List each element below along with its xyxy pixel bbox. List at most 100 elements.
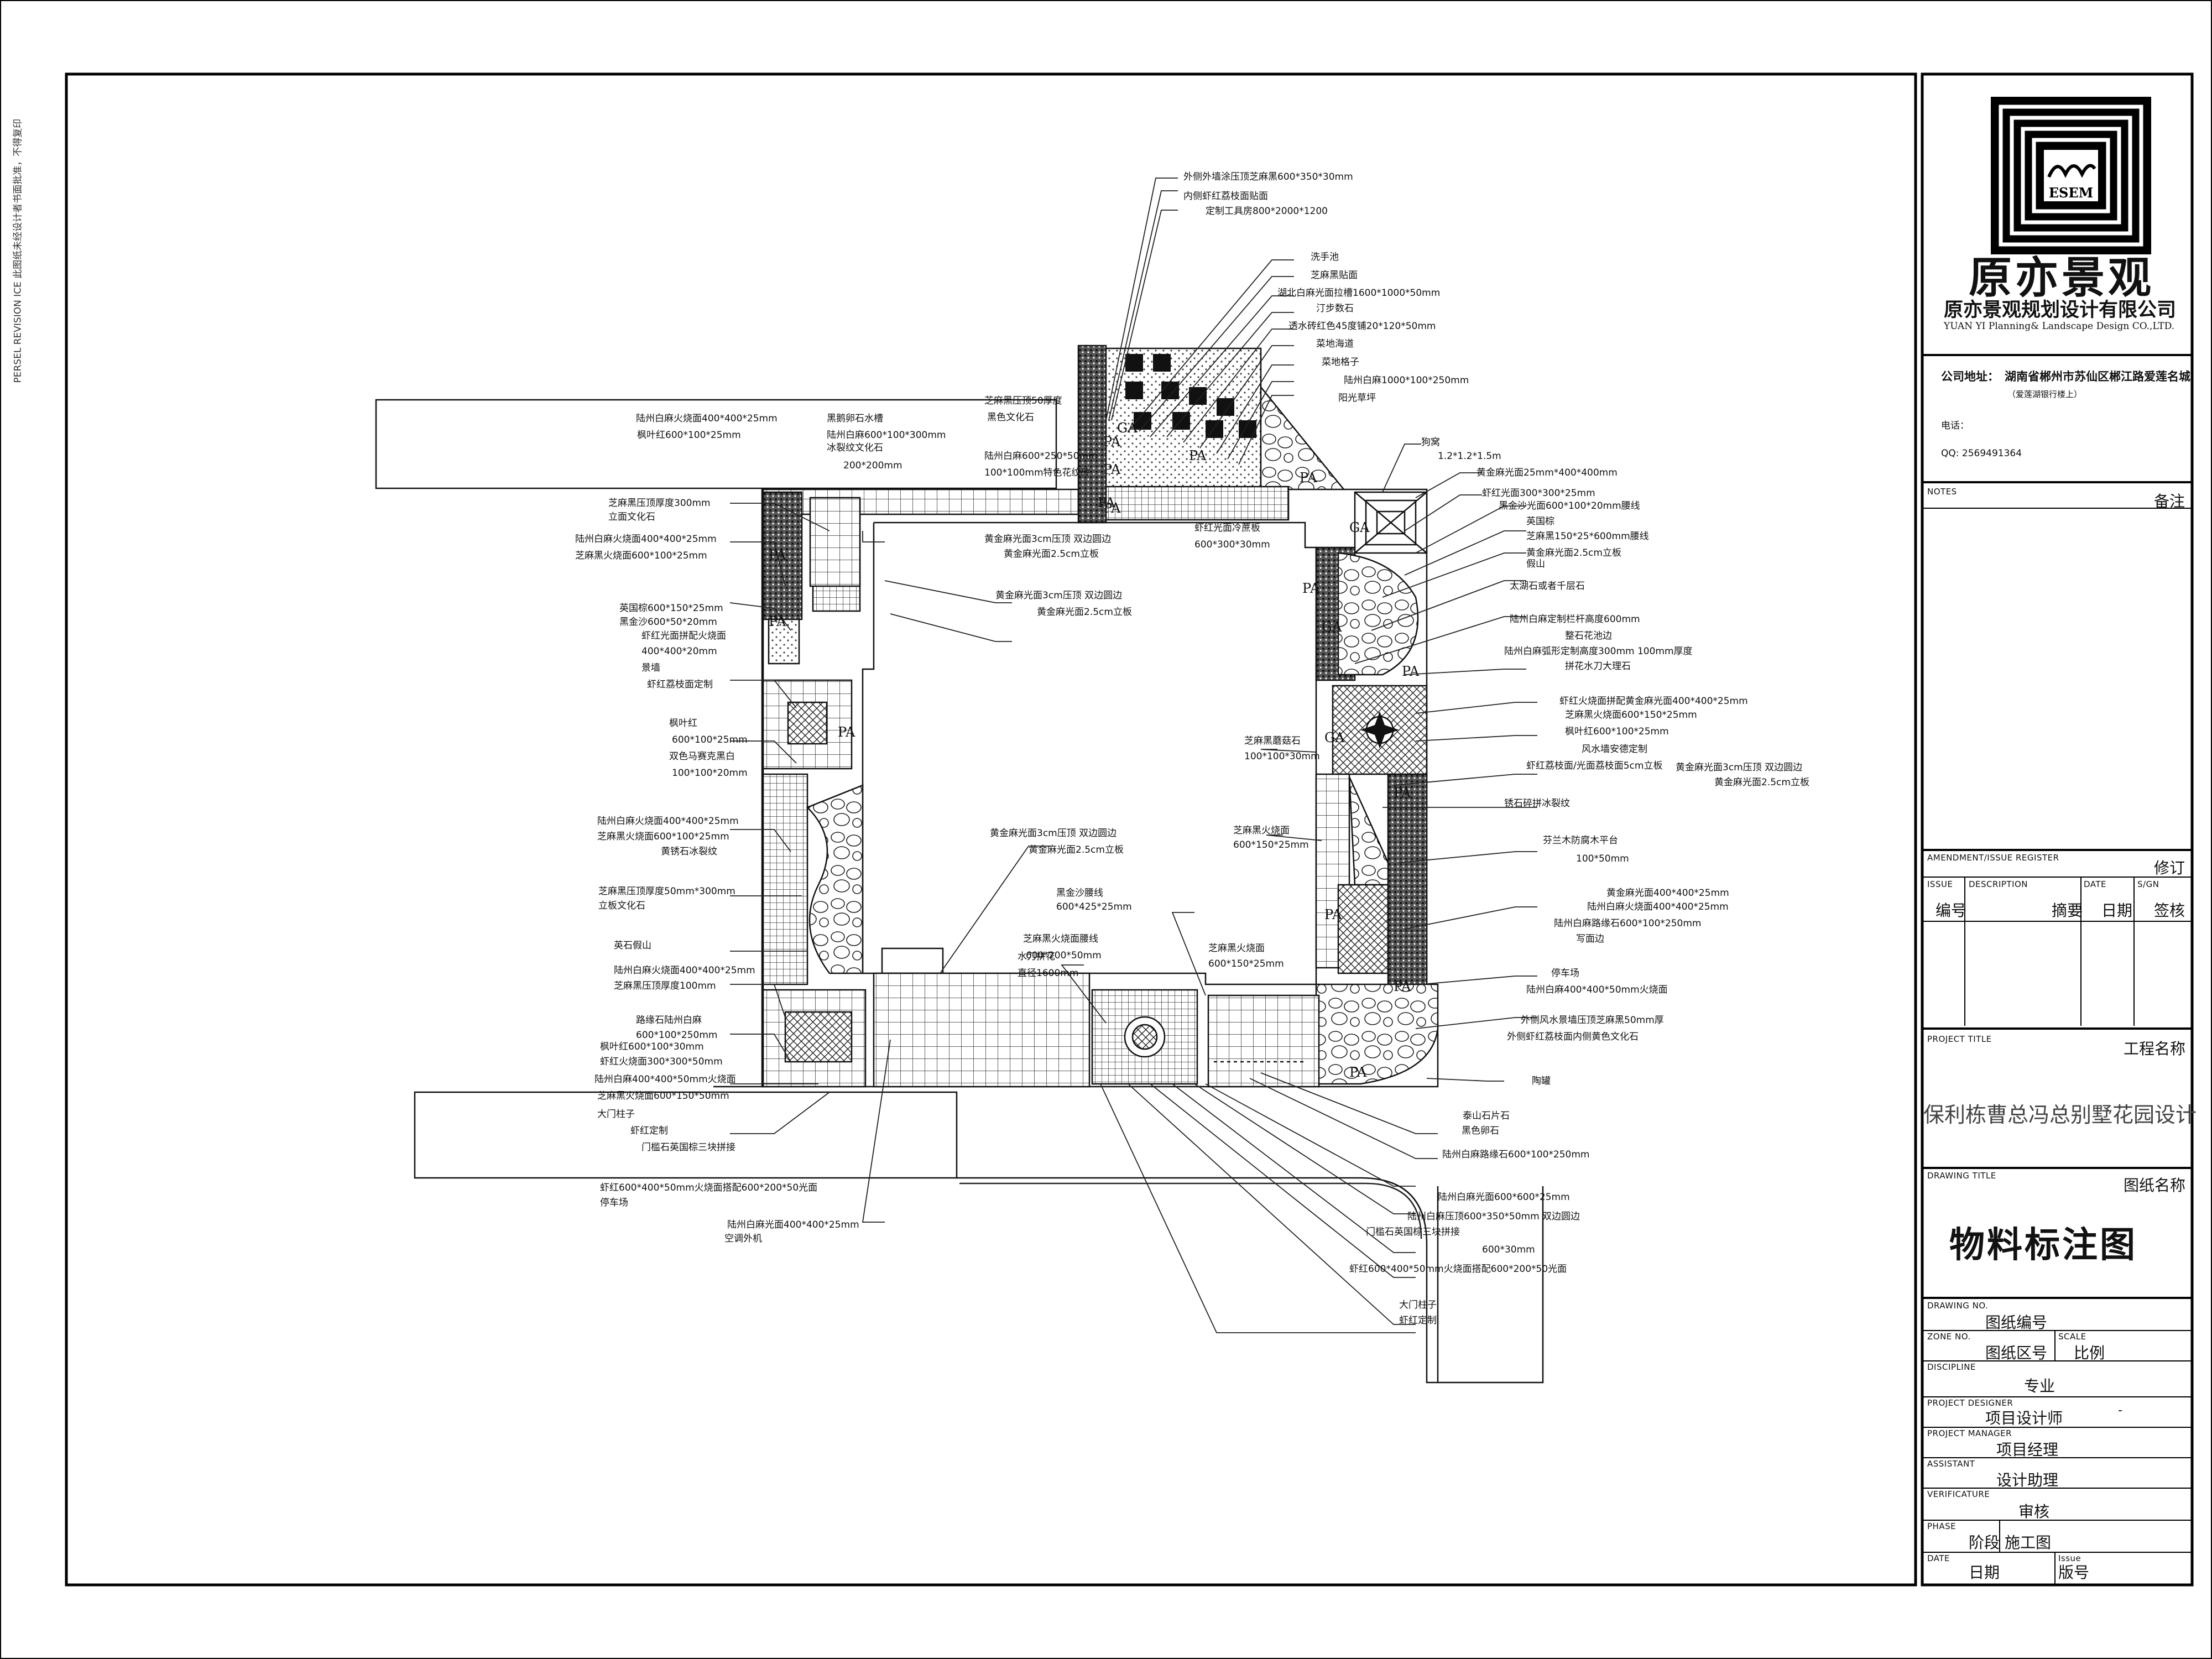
- material-label: 陆州白麻定制栏杆高度600mm: [1510, 614, 1640, 625]
- material-label: 芝麻黑压顶厚度300mm: [608, 498, 711, 509]
- material-label: 泰山石片石: [1463, 1110, 1510, 1121]
- area-tag: PA: [1098, 495, 1115, 510]
- sign-col-cn: 签核: [2154, 901, 2185, 920]
- material-label: 陆州白麻400*400*50mm火烧面: [594, 1074, 736, 1085]
- material-label: 黑色文化石: [987, 412, 1034, 423]
- material-label: 600*100*25mm: [672, 734, 748, 745]
- address-label: 公司地址：: [1941, 370, 1999, 383]
- address-text: 湖南省郴州市苏仙区郴江路爱莲名城: [2005, 370, 2190, 383]
- zone-no-cn: 图纸区号: [1985, 1344, 2048, 1362]
- material-label: 路缘石陆州白麻: [636, 1015, 702, 1026]
- material-label: 芬兰木防腐木平台: [1543, 835, 1618, 846]
- material-label: 陆州白麻弧形定制高度300mm 100mm厚度: [1504, 646, 1693, 657]
- material-label: 600*150*25mm: [1233, 839, 1309, 851]
- material-label: 写面边: [1576, 933, 1604, 945]
- project-title-header-cn: 工程名称: [2124, 1040, 2186, 1058]
- material-label: 陆州白麻火烧面400*400*25mm: [1587, 901, 1729, 912]
- material-label: 阳光草坪: [1338, 393, 1376, 404]
- date2-en: DATE: [1927, 1553, 1950, 1563]
- material-label: 100*100mm特色花纹砖: [984, 467, 1091, 478]
- area-tag: PA: [1349, 1065, 1367, 1080]
- material-label: 100*100*20mm: [672, 768, 748, 779]
- material-label: 立板文化石: [598, 900, 645, 911]
- material-label: 虾红定制: [1399, 1315, 1437, 1326]
- material-label: 虾红荔枝面定制: [647, 679, 713, 690]
- material-label: 200*200mm: [843, 460, 902, 471]
- verify-cn: 审核: [2018, 1503, 2050, 1521]
- phone-label: 电话：: [1941, 420, 1969, 431]
- material-label: 拼花水刀大理石: [1565, 661, 1631, 672]
- material-label: 陆州白麻光面600*600*25mm: [1438, 1192, 1570, 1203]
- material-label: 陆州白麻600*250*50mm: [984, 451, 1098, 462]
- material-label: 外侧风水景墙压顶芝麻黑50mm厚: [1521, 1015, 1664, 1026]
- area-tag: PA: [1300, 470, 1317, 486]
- material-label: 立面文化石: [608, 512, 655, 523]
- material-label: 黄金麻光面2.5cm立板: [1526, 547, 1621, 559]
- material-label: 芝麻黑火烧面: [1233, 825, 1290, 836]
- project-title: 保利栋曹总冯总别墅花园设计: [1923, 1103, 2197, 1127]
- material-label: 陆州白麻路缘石600*100*250mm: [1442, 1149, 1590, 1160]
- material-label: 大门柱子: [1399, 1300, 1437, 1311]
- date-col-en: DATE: [2084, 879, 2107, 889]
- scale-cn: 比例: [2074, 1344, 2105, 1362]
- material-label: 黄金麻光面3cm压顶 双边圆边: [995, 590, 1123, 601]
- area-tag: GA: [1349, 520, 1370, 535]
- material-label: 芝麻黑火烧面600*150*25mm: [1565, 709, 1697, 721]
- material-label: 虾红火烧面300*300*50mm: [600, 1056, 723, 1067]
- material-label: 虾红定制: [630, 1125, 668, 1136]
- site-boundary-lines: [375, 400, 1422, 1239]
- material-label: 100*50mm: [1576, 853, 1629, 864]
- material-label: 狗窝: [1421, 437, 1440, 448]
- material-label: 黄金麻光面3cm压顶 双边圆边: [990, 828, 1117, 839]
- area-tag: PA: [1103, 462, 1121, 477]
- material-label: 假山: [1526, 559, 1545, 570]
- material-label: 黄金麻光面2.5cm立板: [1037, 607, 1132, 618]
- side-note: PERSEL REVISION ICE 此图纸未经设计者书面批准，不得复印: [12, 118, 24, 383]
- material-label: 600*30mm: [1482, 1244, 1535, 1255]
- drawing-title-header-cn: 图纸名称: [2124, 1176, 2186, 1194]
- material-label: 陆州白麻1000*100*250mm: [1344, 375, 1469, 386]
- area-tag: PA: [838, 724, 855, 740]
- material-label: 透水砖红色45度铺20*120*50mm: [1288, 321, 1436, 332]
- material-label: 水刀拼花: [1018, 951, 1055, 962]
- material-label: 洗手池: [1311, 252, 1339, 263]
- material-label: 400*400*20mm: [641, 646, 717, 657]
- drawing-title-header-en: DRAWING TITLE: [1927, 1171, 1996, 1181]
- material-label: 黄金麻光面3cm压顶 双边圆边: [1676, 762, 1803, 773]
- material-label: 双色马赛克黑白: [669, 751, 735, 762]
- phase-en: PHASE: [1927, 1521, 1957, 1531]
- material-label: 虾红火烧面拼配黄金麻光面400*400*25mm: [1559, 696, 1748, 707]
- company-name-en: YUAN YI Planning& Landscape Design CO.,L…: [1944, 321, 2175, 332]
- material-label: 芝麻黑150*25*600mm腰线: [1526, 531, 1649, 542]
- area-tag: PA: [1189, 448, 1207, 463]
- material-label: 陆州白麻400*400*50mm火烧面: [1526, 984, 1668, 995]
- material-label: 陆州白麻火烧面400*400*25mm: [575, 534, 717, 545]
- material-label: 陆州白麻火烧面400*400*25mm: [614, 965, 755, 976]
- material-label: 600*425*25mm: [1056, 901, 1132, 912]
- material-label: 陆州白麻光面400*400*25mm: [727, 1219, 859, 1230]
- manager-cn: 项目经理: [1996, 1441, 2059, 1459]
- material-label: 陆州白麻压顶600*350*50mm 双边圆边: [1407, 1211, 1580, 1222]
- designer-value: -: [2118, 1404, 2122, 1417]
- material-label: 风水墙安德定制: [1582, 744, 1647, 755]
- material-label: 芝麻黑压顶厚度100mm: [614, 980, 716, 992]
- issue-col-cn: 编号: [1936, 901, 1967, 920]
- material-label: 芝麻黑火烧面600*100*25mm: [597, 831, 729, 842]
- material-label: 陆州白麻火烧面400*400*25mm: [636, 413, 778, 424]
- material-label: 虾红600*400*50mm火烧面搭配600*200*50光面: [1349, 1264, 1567, 1275]
- leader-lines: [729, 178, 1537, 1333]
- material-label: 景墙: [641, 662, 660, 674]
- material-label: 内侧虾红荔枝面贴面: [1183, 191, 1268, 202]
- material-label: 黑金沙腰线: [1056, 888, 1103, 899]
- address-sub: （爱莲湖银行楼上）: [2007, 389, 2083, 399]
- qq-number: QQ: 2569491364: [1941, 448, 2022, 459]
- material-label: 陆州白麻路缘石600*100*250mm: [1554, 918, 1702, 929]
- material-label: 枫叶红600*100*25mm: [637, 430, 741, 441]
- material-label: 600*300*30mm: [1194, 539, 1270, 550]
- area-tag: GA: [1324, 730, 1345, 745]
- designer-en: PROJECT DESIGNER: [1927, 1398, 2013, 1408]
- material-label: 黑金沙光面600*100*20mm腰线: [1499, 500, 1640, 512]
- material-label: 枫叶红600*100*30mm: [600, 1041, 704, 1052]
- material-label: 空调外机: [724, 1233, 762, 1244]
- svg-text:ESEM: ESEM: [2049, 185, 2093, 201]
